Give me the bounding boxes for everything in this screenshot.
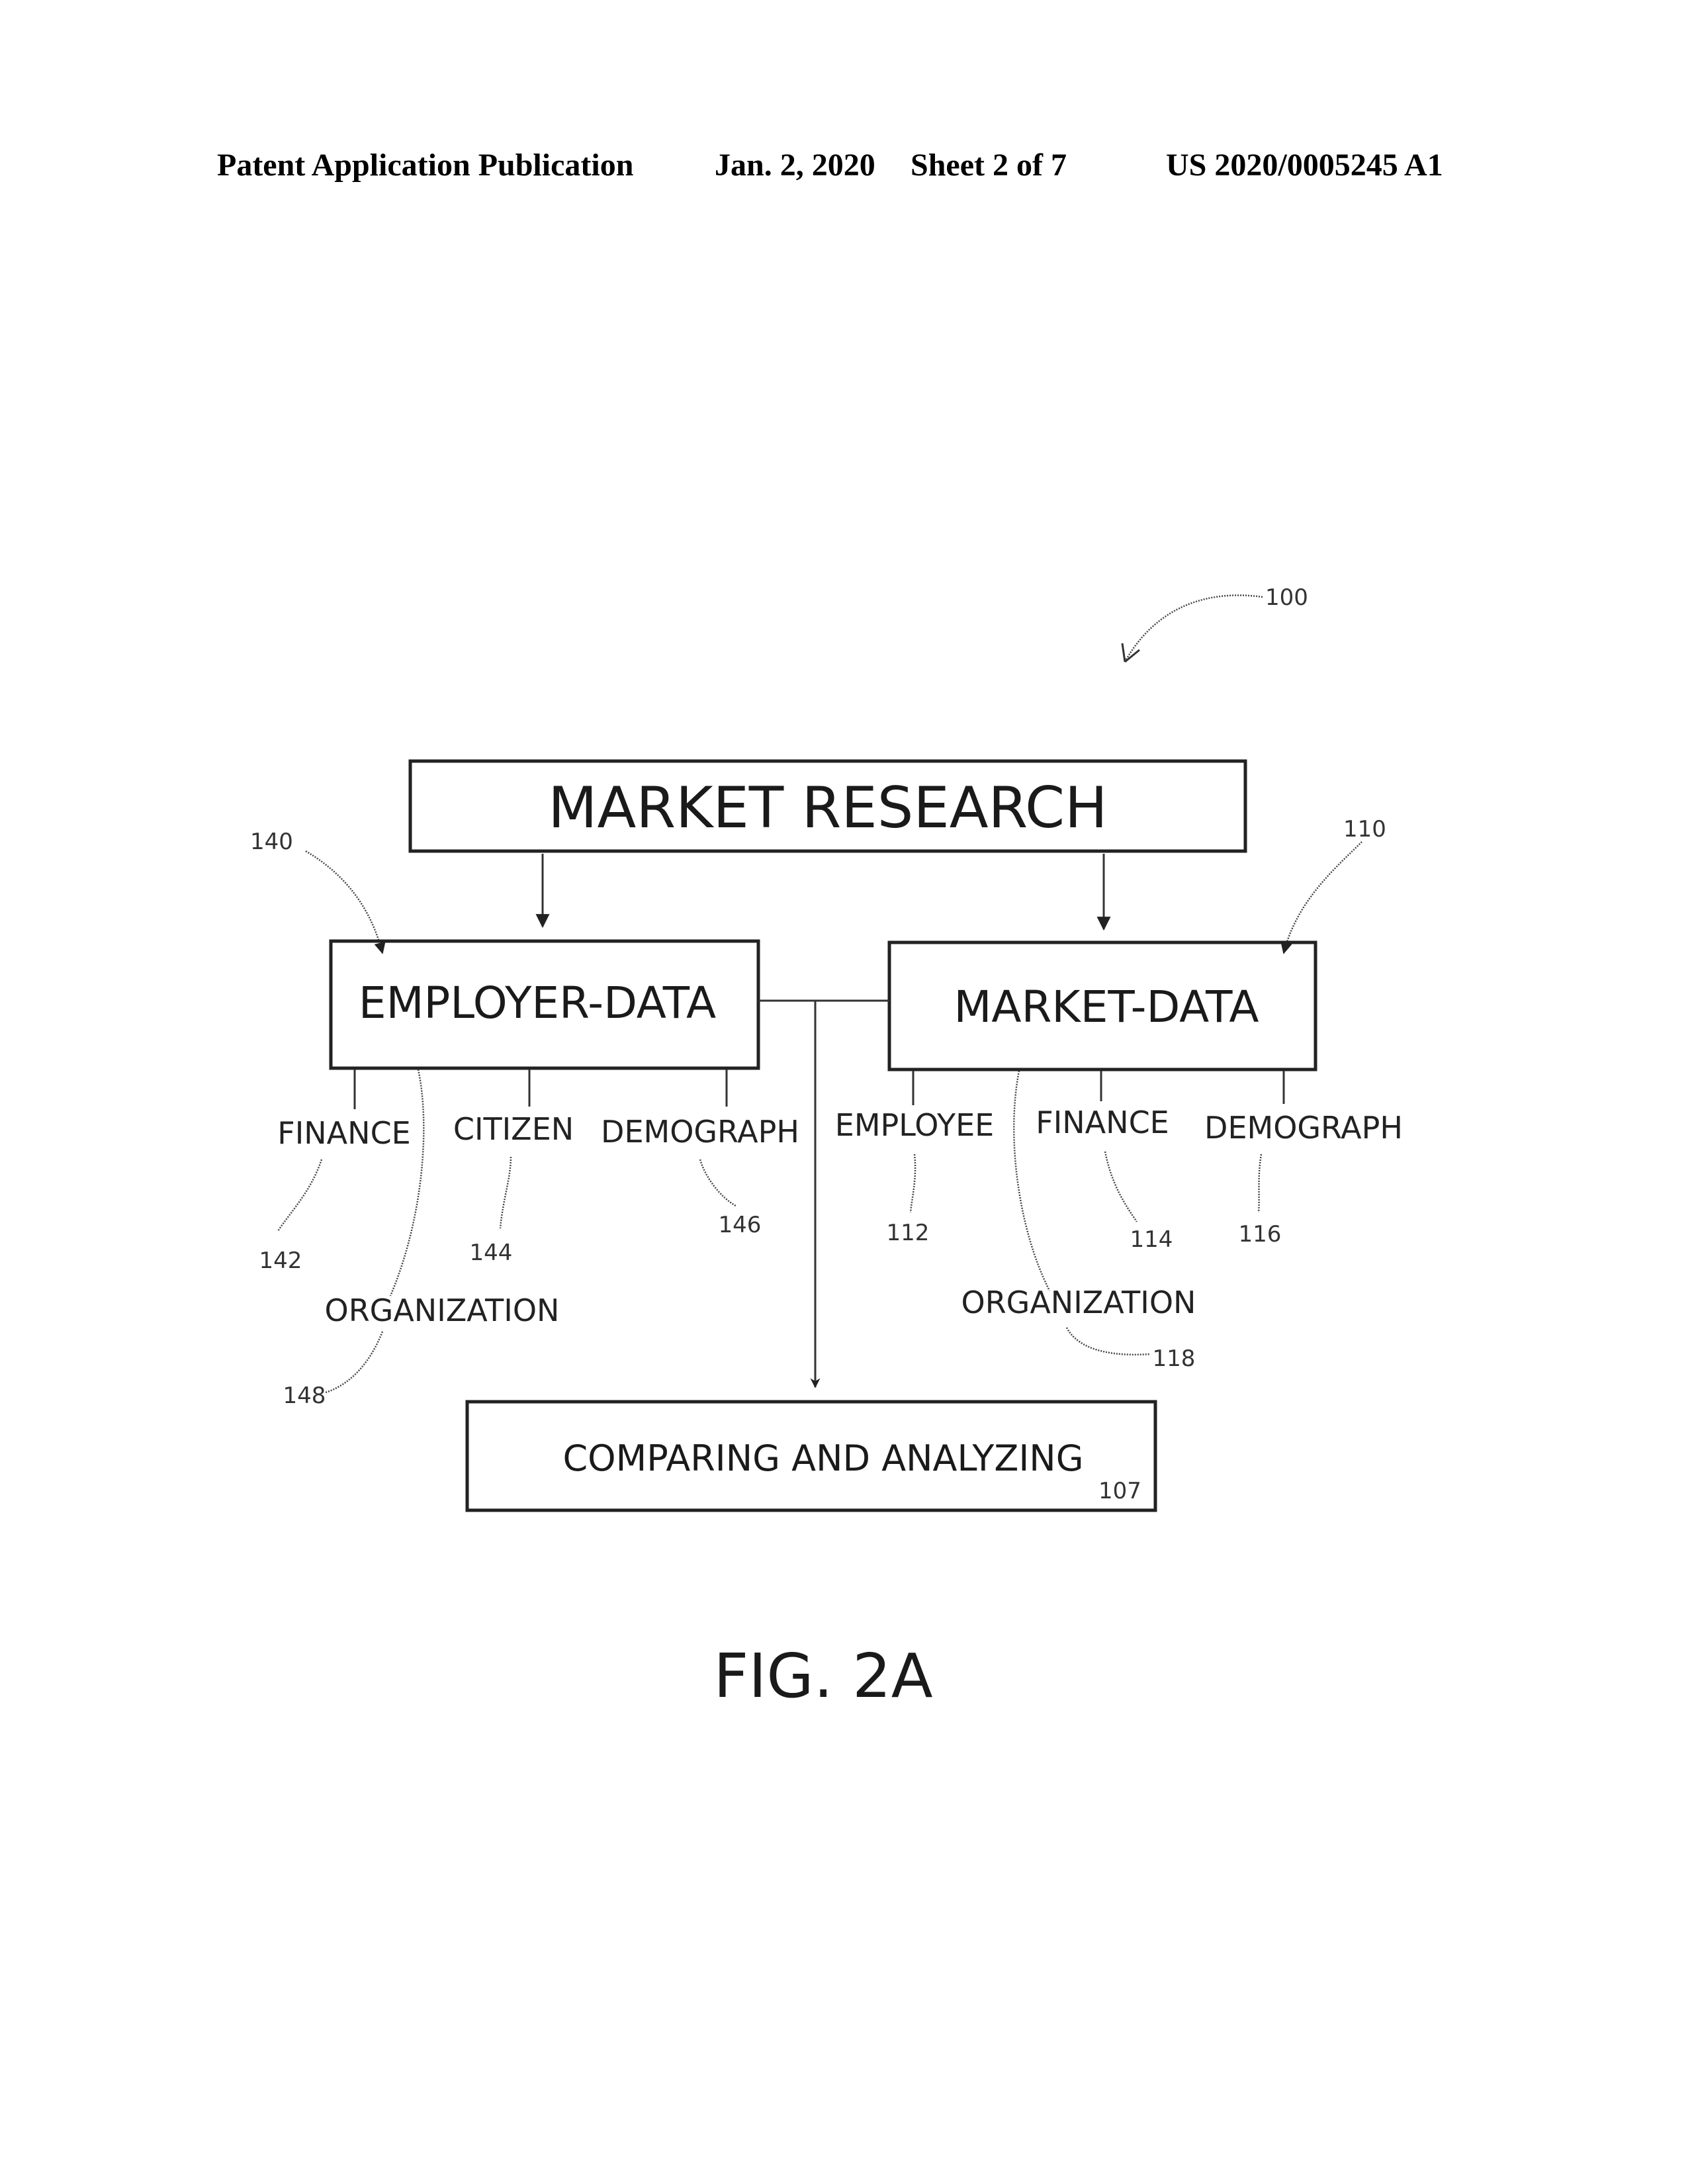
market-research-label: MARKET RESEARCH: [548, 775, 1107, 841]
market-item-organization: ORGANIZATION: [961, 1285, 1196, 1320]
market-research-box: [408, 759, 1247, 853]
tick-employer-organization: [389, 1069, 425, 1297]
ref-116-leader: [1257, 1154, 1263, 1213]
employer-data-box: [329, 939, 760, 1070]
employer-item-citizen: CITIZEN: [453, 1111, 574, 1147]
comparing-analyzing-label: COMPARING AND ANALYZING: [562, 1437, 1083, 1479]
ref-110-leader: [1280, 841, 1362, 954]
ref-140-label: 140: [250, 829, 293, 855]
ref-142-label: 142: [259, 1248, 302, 1274]
ref-146-leader: [699, 1159, 736, 1207]
ref-118-label: 118: [1153, 1345, 1196, 1372]
ref-116-label: 116: [1239, 1221, 1282, 1248]
header-date: Jan. 2, 2020: [715, 148, 875, 183]
comparing-analyzing-box: [465, 1400, 1157, 1512]
ref-118-leader: [1065, 1327, 1151, 1356]
tick-market-organization: [1013, 1070, 1051, 1291]
ref-144-leader: [499, 1156, 512, 1229]
employer-item-organization: ORGANIZATION: [325, 1293, 560, 1328]
ref-107-label: 107: [1098, 1478, 1141, 1504]
ref-148-leader: [325, 1331, 384, 1394]
ref-114-leader: [1104, 1151, 1138, 1222]
employer-item-finance: FINANCE: [277, 1115, 411, 1151]
ref-100-leader: [1124, 594, 1263, 662]
ref-146-label: 146: [719, 1212, 762, 1238]
ref-148-label: 148: [283, 1383, 326, 1409]
ref-100-label: 100: [1265, 584, 1308, 611]
ref-110-label: 110: [1343, 816, 1386, 842]
ref-112-label: 112: [887, 1220, 930, 1246]
ref-100-arrowhead: [1121, 643, 1140, 663]
market-item-demograph: DEMOGRAPH: [1204, 1110, 1403, 1146]
header-publication-number: US 2020/0005245 A1: [1166, 148, 1443, 183]
ref-142-leader: [277, 1159, 323, 1232]
market-data-label: MARKET-DATA: [954, 981, 1259, 1032]
ref-140-leader: [305, 850, 386, 954]
header-sheet: Sheet 2 of 7: [911, 148, 1067, 183]
market-data-box: [887, 940, 1317, 1071]
ref-112-leader: [909, 1154, 916, 1213]
ref-144-label: 144: [470, 1240, 513, 1266]
ref-114-label: 114: [1130, 1226, 1173, 1253]
employer-item-demograph: DEMOGRAPH: [601, 1114, 799, 1150]
market-item-finance: FINANCE: [1036, 1105, 1169, 1140]
header-publication: Patent Application Publication: [217, 148, 634, 183]
employer-data-label: EMPLOYER-DATA: [359, 978, 716, 1028]
figure-caption: FIG. 2A: [713, 1641, 932, 1711]
page-header: Patent Application Publication Jan. 2, 2…: [0, 147, 1694, 187]
market-item-employee: EMPLOYEE: [835, 1107, 994, 1143]
